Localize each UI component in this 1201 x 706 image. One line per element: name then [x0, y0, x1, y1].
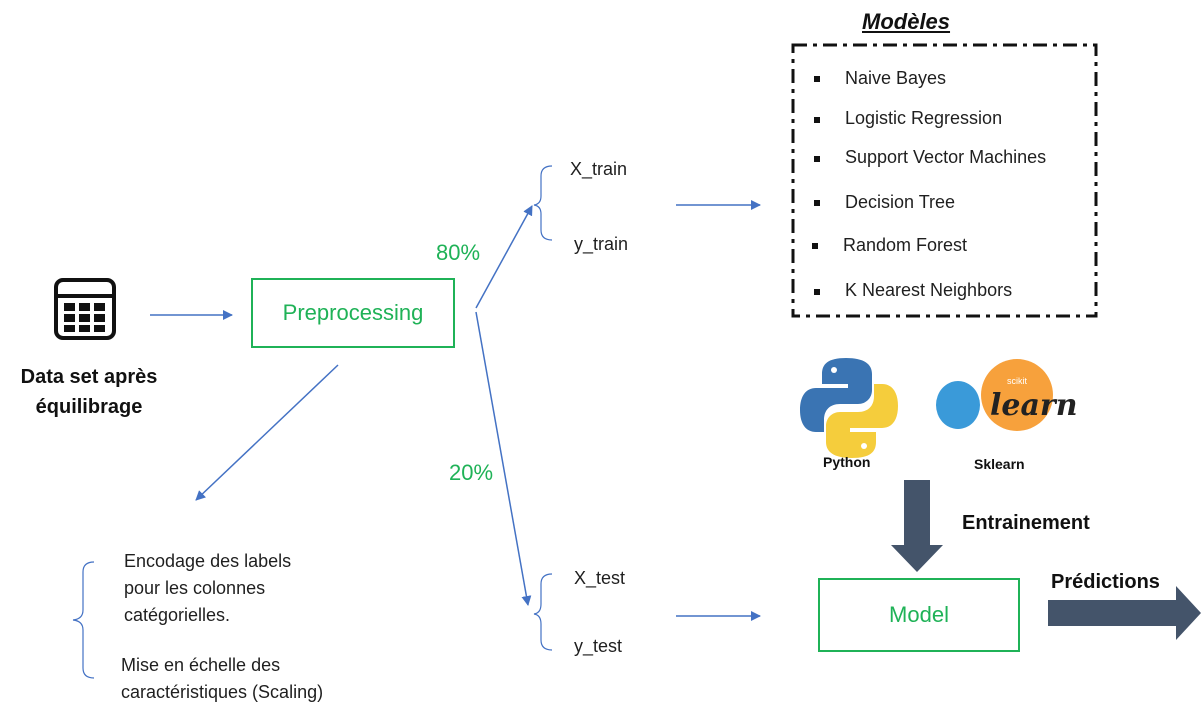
test-bracket	[533, 573, 553, 651]
model-item-decision-tree: Decision Tree	[845, 192, 956, 212]
dataset-label-line1: Data set après	[20, 366, 158, 388]
x-test-label: X_test	[574, 568, 626, 588]
preprocessing-box: Preprocessing	[251, 278, 455, 348]
predictions-label: Prédictions	[1051, 571, 1160, 593]
step-encoding-line1: Encodage des labels	[124, 551, 292, 571]
model-box: Model	[818, 578, 1020, 652]
sklearn-logo-icon	[936, 359, 1053, 431]
python-label: Python	[823, 454, 871, 470]
training-arrow	[891, 480, 943, 572]
step-scaling-line2: caractéristiques (Scaling)	[121, 682, 324, 702]
model-item-naive-bayes: Naive Bayes	[845, 68, 947, 88]
model-label: Model	[889, 602, 949, 627]
bullet	[814, 200, 820, 206]
table-grid-icon	[54, 278, 116, 340]
bullet	[814, 117, 820, 123]
test-percentage: 20%	[449, 460, 494, 485]
models-title: Modèles	[862, 9, 951, 34]
step-encoding-line3: catégorielles.	[124, 605, 231, 625]
step-scaling: Mise en échelle des caractéristiques (Sc…	[121, 652, 323, 706]
dataset-label-line2: équilibrage	[35, 396, 143, 418]
predictions-arrow	[1048, 586, 1201, 640]
model-item-random-forest: Random Forest	[843, 235, 968, 255]
y-test-label: y_test	[574, 636, 623, 656]
step-encoding-line2: pour les colonnes	[124, 578, 266, 598]
bullet	[814, 76, 820, 82]
model-item-logistic-regression: Logistic Regression	[845, 108, 1003, 128]
steps-bracket	[72, 561, 95, 679]
sklearn-label: Sklearn	[974, 456, 1025, 472]
training-label: Entrainement	[962, 512, 1090, 534]
bullet	[812, 243, 818, 249]
sklearn-logo-small-text: scikit	[1007, 376, 1027, 386]
sklearn-logo-big-text: learn	[990, 388, 1078, 423]
train-bracket	[533, 165, 553, 241]
bullet	[814, 289, 820, 295]
y-train-label: y_train	[574, 234, 629, 254]
train-percentage: 80%	[436, 240, 481, 265]
dataset-label: Data set après équilibrage	[4, 362, 174, 422]
x-train-label: X_train	[570, 159, 628, 179]
arrow-split-train	[475, 205, 533, 309]
step-encoding: Encodage des labels pour les colonnes ca…	[124, 548, 291, 629]
models-frame	[791, 43, 1098, 318]
bullet	[814, 156, 820, 162]
models-list: Naive Bayes Logistic Regression Support …	[792, 44, 1097, 317]
preprocessing-label: Preprocessing	[282, 300, 424, 325]
arrow-preprocessing-to-steps	[195, 364, 339, 501]
python-logo-icon	[800, 358, 898, 458]
model-item-knn: K Nearest Neighbors	[845, 280, 1013, 300]
step-scaling-line1: Mise en échelle des	[121, 655, 281, 675]
model-item-svm: Support Vector Machines	[845, 147, 1047, 167]
arrow-split-test	[475, 311, 532, 606]
